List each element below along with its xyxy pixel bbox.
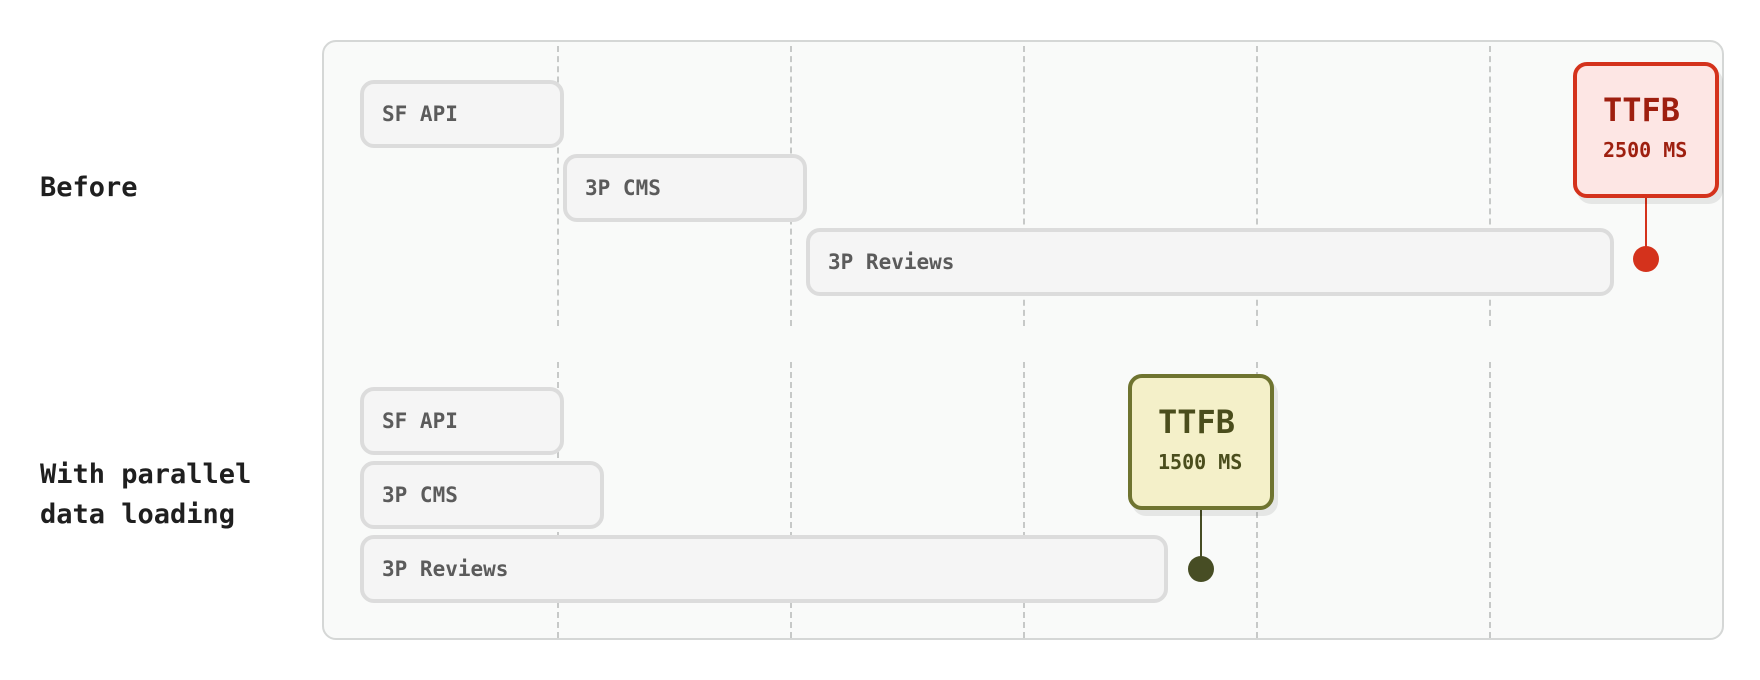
- gridline: [557, 46, 559, 326]
- ttfb-connector-before: [1645, 192, 1647, 262]
- ttfb-connector-parallel: [1200, 502, 1202, 570]
- gridline: [1489, 362, 1491, 638]
- ttfb-marker-before: [1633, 246, 1659, 272]
- row-label-before: Before: [40, 172, 138, 203]
- bar-3p-cms-parallel: 3P CMS: [360, 461, 604, 529]
- gridline: [1256, 46, 1258, 326]
- bar-3p-reviews-before: 3P Reviews: [806, 228, 1614, 296]
- gridline: [790, 362, 792, 638]
- gridline: [1489, 46, 1491, 326]
- ttfb-card-parallel: TTFB 1500 MS: [1128, 374, 1274, 510]
- ttfb-title-parallel: TTFB: [1158, 403, 1236, 441]
- timeline-panel: SF API 3P CMS 3P Reviews TTFB 2500 MS SF…: [322, 40, 1724, 640]
- ttfb-value-parallel: 1500 MS: [1158, 450, 1243, 474]
- bar-sf-api-before: SF API: [360, 80, 564, 148]
- ttfb-marker-parallel: [1188, 556, 1214, 582]
- bar-sf-api-parallel: SF API: [360, 387, 564, 455]
- row-label-parallel: With parallel data loading: [40, 459, 252, 530]
- gridline: [1023, 46, 1025, 326]
- ttfb-title-before: TTFB: [1603, 91, 1681, 129]
- bar-3p-reviews-parallel: 3P Reviews: [360, 535, 1168, 603]
- gridline: [1023, 362, 1025, 638]
- bar-3p-cms-before: 3P CMS: [563, 154, 807, 222]
- ttfb-card-before: TTFB 2500 MS: [1573, 62, 1719, 198]
- ttfb-value-before: 2500 MS: [1603, 138, 1688, 162]
